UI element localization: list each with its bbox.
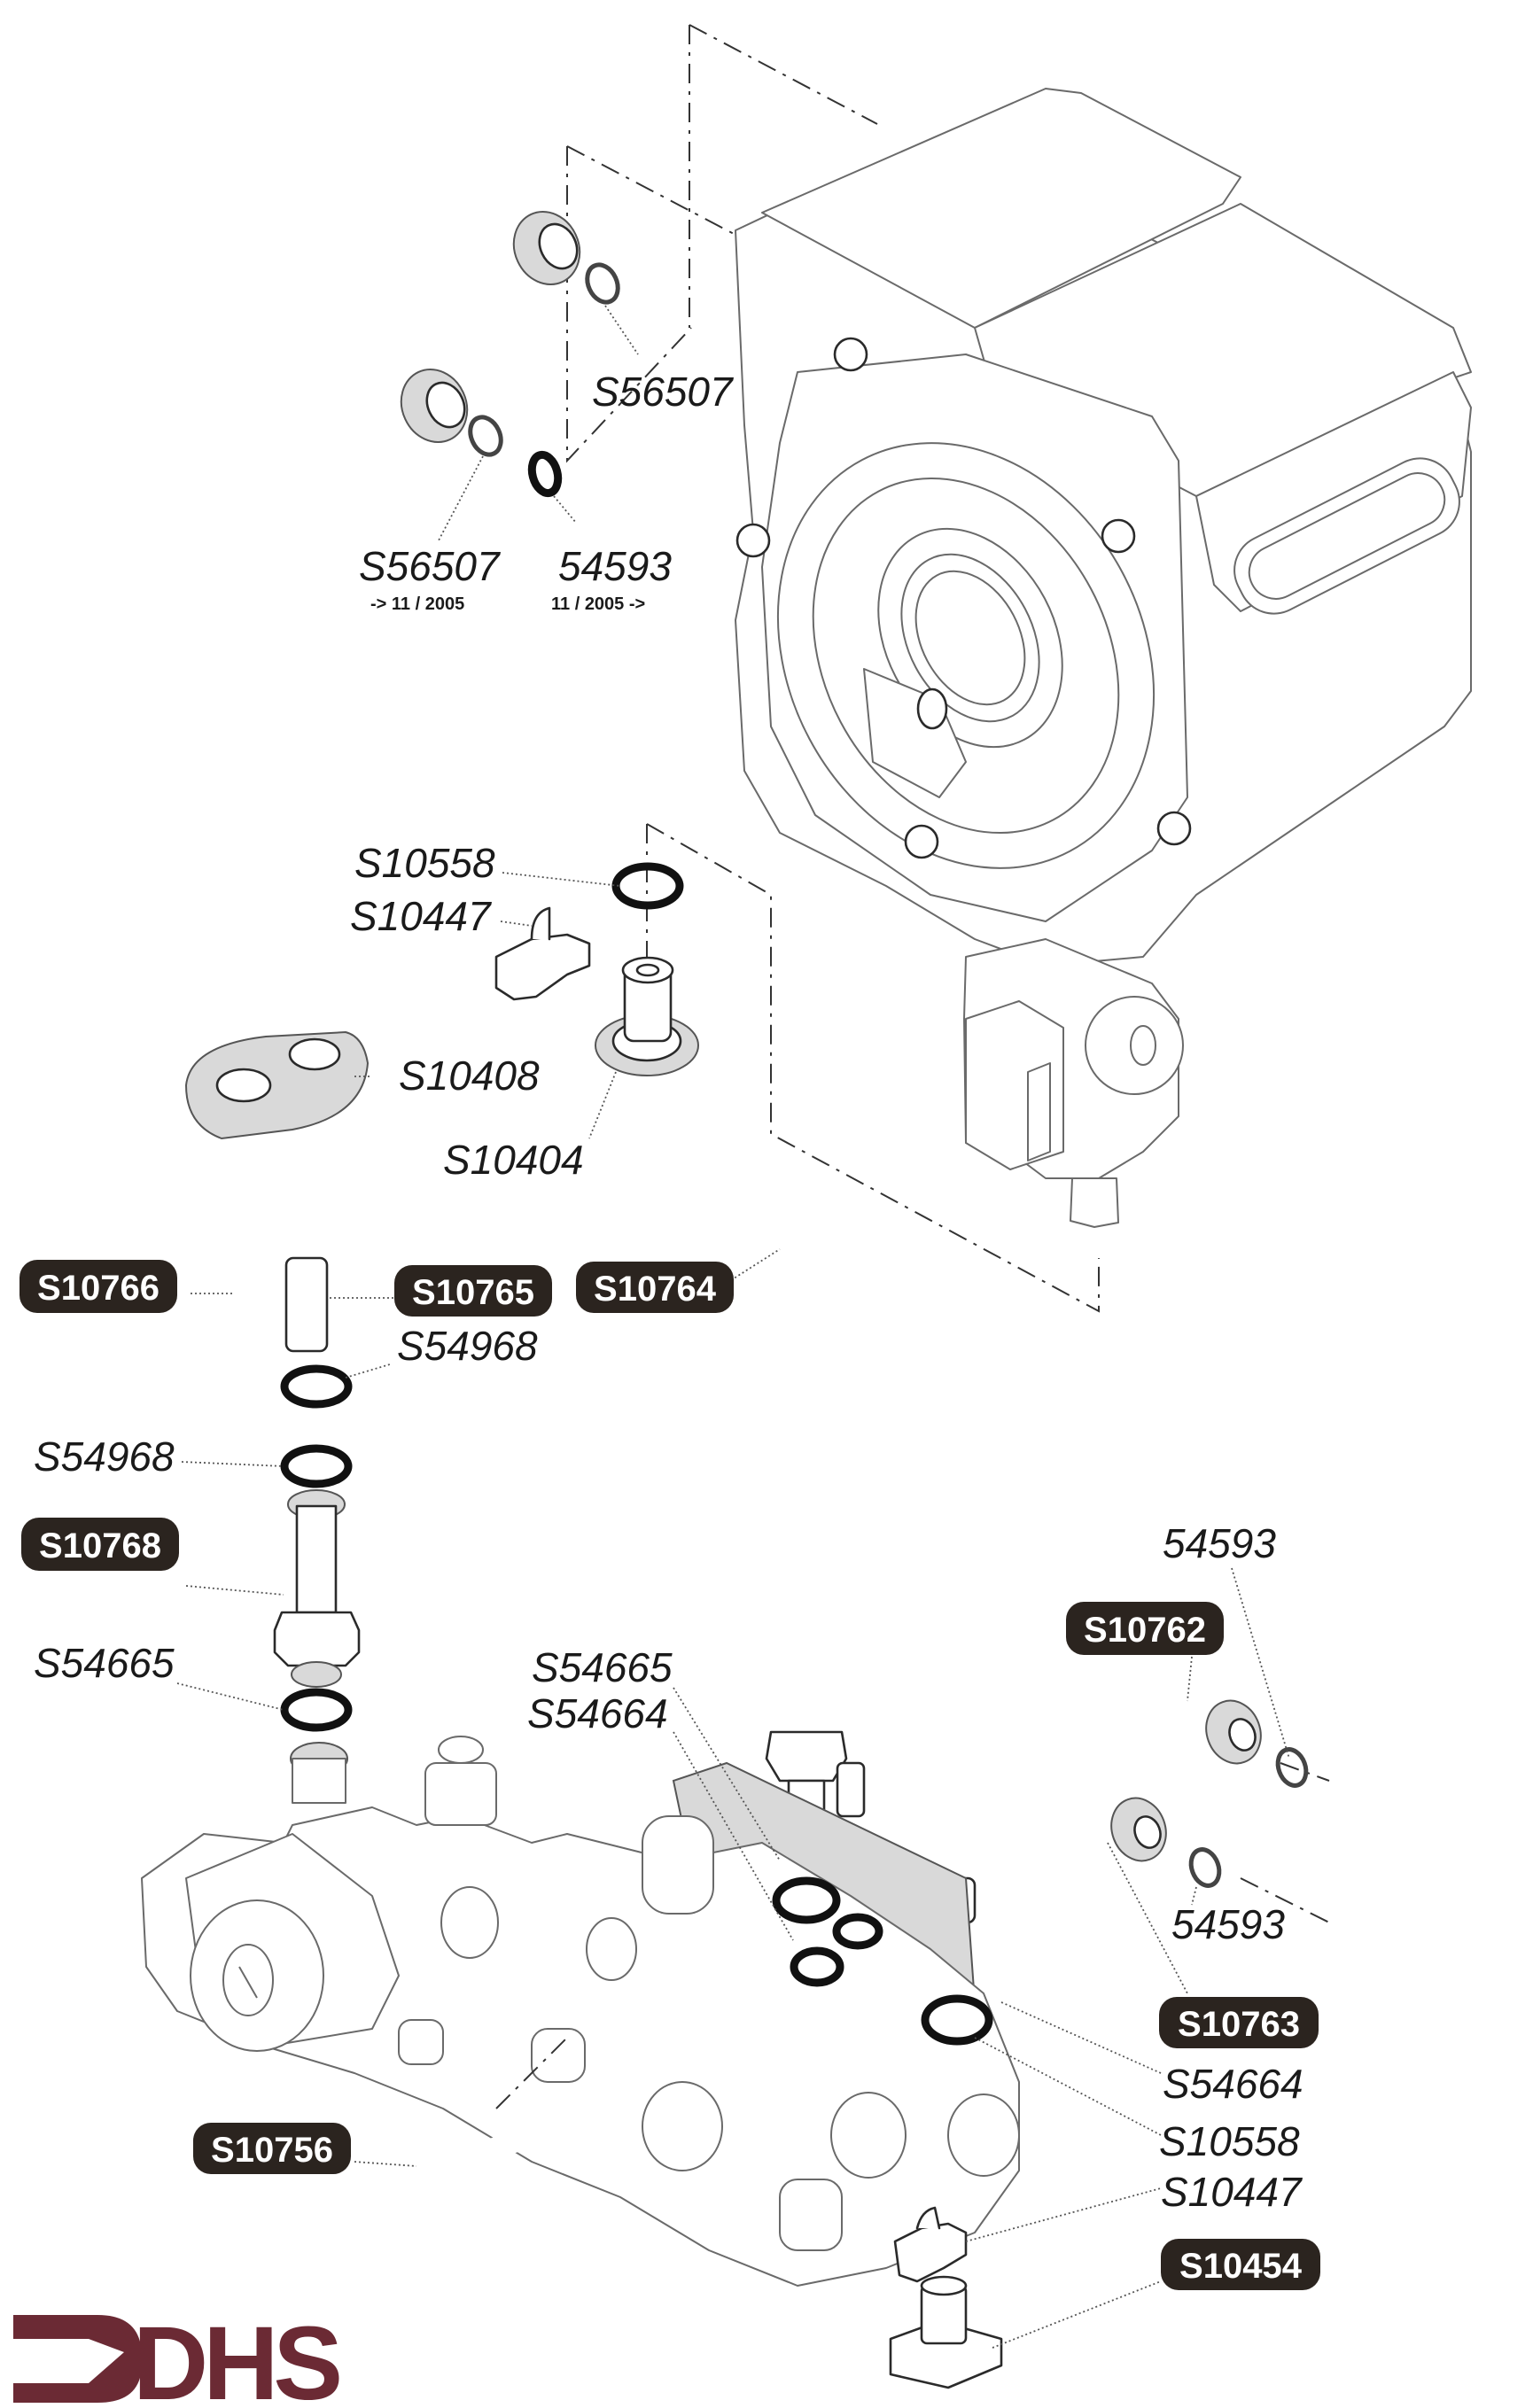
pipe-s10766 [218, 214, 823, 1753]
dhs-logo-text: DHS [133, 2305, 339, 2408]
clip-s10447-top [494, 906, 591, 1001]
pipe-s10763 [862, 1695, 1167, 1862]
washer-54593-top [527, 450, 563, 498]
pipe-clip-s10408 [184, 1030, 370, 1140]
callout-s54968-right: S54968 [397, 1323, 538, 1369]
clip-s10447-right [893, 2206, 968, 2283]
washer-54593-right-top [1275, 1747, 1309, 1788]
callout-s10766-text: S10766 [37, 1269, 160, 1308]
leader-lines [176, 305, 1290, 2349]
washer-s56507-lower [468, 415, 503, 457]
callout-s10404: S10404 [443, 1137, 584, 1183]
callout-s10764: S10764 [576, 1262, 734, 1313]
dhs-logo-bracket-icon [13, 2315, 142, 2403]
oring-s54665-left [280, 1688, 353, 1732]
callout-s10558-top: S10558 [354, 840, 495, 886]
callout-s10558-right: S10558 [1159, 2118, 1300, 2164]
callout-s56507-top: S56507 [592, 369, 734, 415]
callout-s10762-text: S10762 [1084, 1611, 1206, 1650]
washer-s56507-top [585, 262, 620, 305]
callout-s10762: S10762 [1066, 1602, 1224, 1655]
callout-s54665-left: S54665 [34, 1640, 175, 1686]
callout-s54664-right: S54664 [1163, 2061, 1303, 2107]
callout-s10454-text: S10454 [1179, 2247, 1303, 2286]
callout-s10756-text: S10756 [211, 2131, 333, 2170]
callout-s54968-left: S54968 [34, 1433, 175, 1480]
dhs-logo: DHS [13, 2305, 345, 2408]
oring-s54968-upper [280, 1364, 353, 1409]
callout-s10454: S10454 [1161, 2239, 1320, 2290]
washer-54593-right-bottom [1188, 1847, 1222, 1888]
callout-s56507-date-note: -> 11 / 2005 [370, 594, 464, 614]
callout-s10764-text: S10764 [594, 1270, 717, 1309]
callout-s54664-mid: S54664 [527, 1690, 668, 1736]
callout-s10408: S10408 [399, 1053, 540, 1099]
callout-54593-post-2005: 54593 [558, 543, 672, 589]
oring-s54664-mid-b [790, 1946, 844, 1987]
callout-54593-right-bottom: 54593 [1171, 1901, 1285, 1947]
pipe-nut-lower [400, 369, 469, 443]
oring-s10558-top [611, 862, 684, 910]
callout-54593-right-top: 54593 [1163, 1520, 1276, 1566]
pipe-s10764 [636, 1044, 1136, 1876]
callout-s54665-mid: S54665 [532, 1644, 673, 1690]
hose-s10756 [419, 2037, 568, 2186]
callout-s10768-text: S10768 [39, 1526, 161, 1565]
fan-assembly [735, 88, 1472, 967]
callout-s10756: S10756 [193, 2123, 351, 2174]
callout-s10768: S10768 [21, 1518, 179, 1571]
callout-s10447-right: S10447 [1161, 2169, 1303, 2215]
callout-labels: S56507 S56507 -> 11 / 2005 54593 11 / 20… [19, 369, 1320, 2290]
gas-valve [963, 938, 1184, 1228]
callout-s10765: S10765 [394, 1265, 552, 1317]
connector-s10454 [889, 2275, 1003, 2389]
oring-s10558-right [921, 1994, 993, 2046]
connector-s10404 [595, 956, 699, 1076]
callout-s56507-pre-2005: S56507 [359, 543, 501, 589]
oring-s54664-mid-a [832, 1913, 883, 1950]
oring-s54665-mid [772, 1876, 841, 1924]
callout-s10763-text: S10763 [1178, 2005, 1300, 2044]
pipe-s10762 [836, 1667, 1262, 1765]
callout-s10766: S10766 [19, 1260, 177, 1313]
adaptor-s10768 [273, 1489, 361, 1688]
callout-s10765-text: S10765 [412, 1273, 534, 1312]
pipe-nut-upper [512, 211, 581, 285]
hydraulic-manifold [141, 1736, 1020, 2287]
callout-s10447-top: S10447 [350, 893, 492, 939]
oring-s54968-lower [280, 1444, 353, 1488]
callout-54593-date-note: 11 / 2005 -> [551, 594, 645, 614]
callout-s10763: S10763 [1159, 1997, 1319, 2048]
